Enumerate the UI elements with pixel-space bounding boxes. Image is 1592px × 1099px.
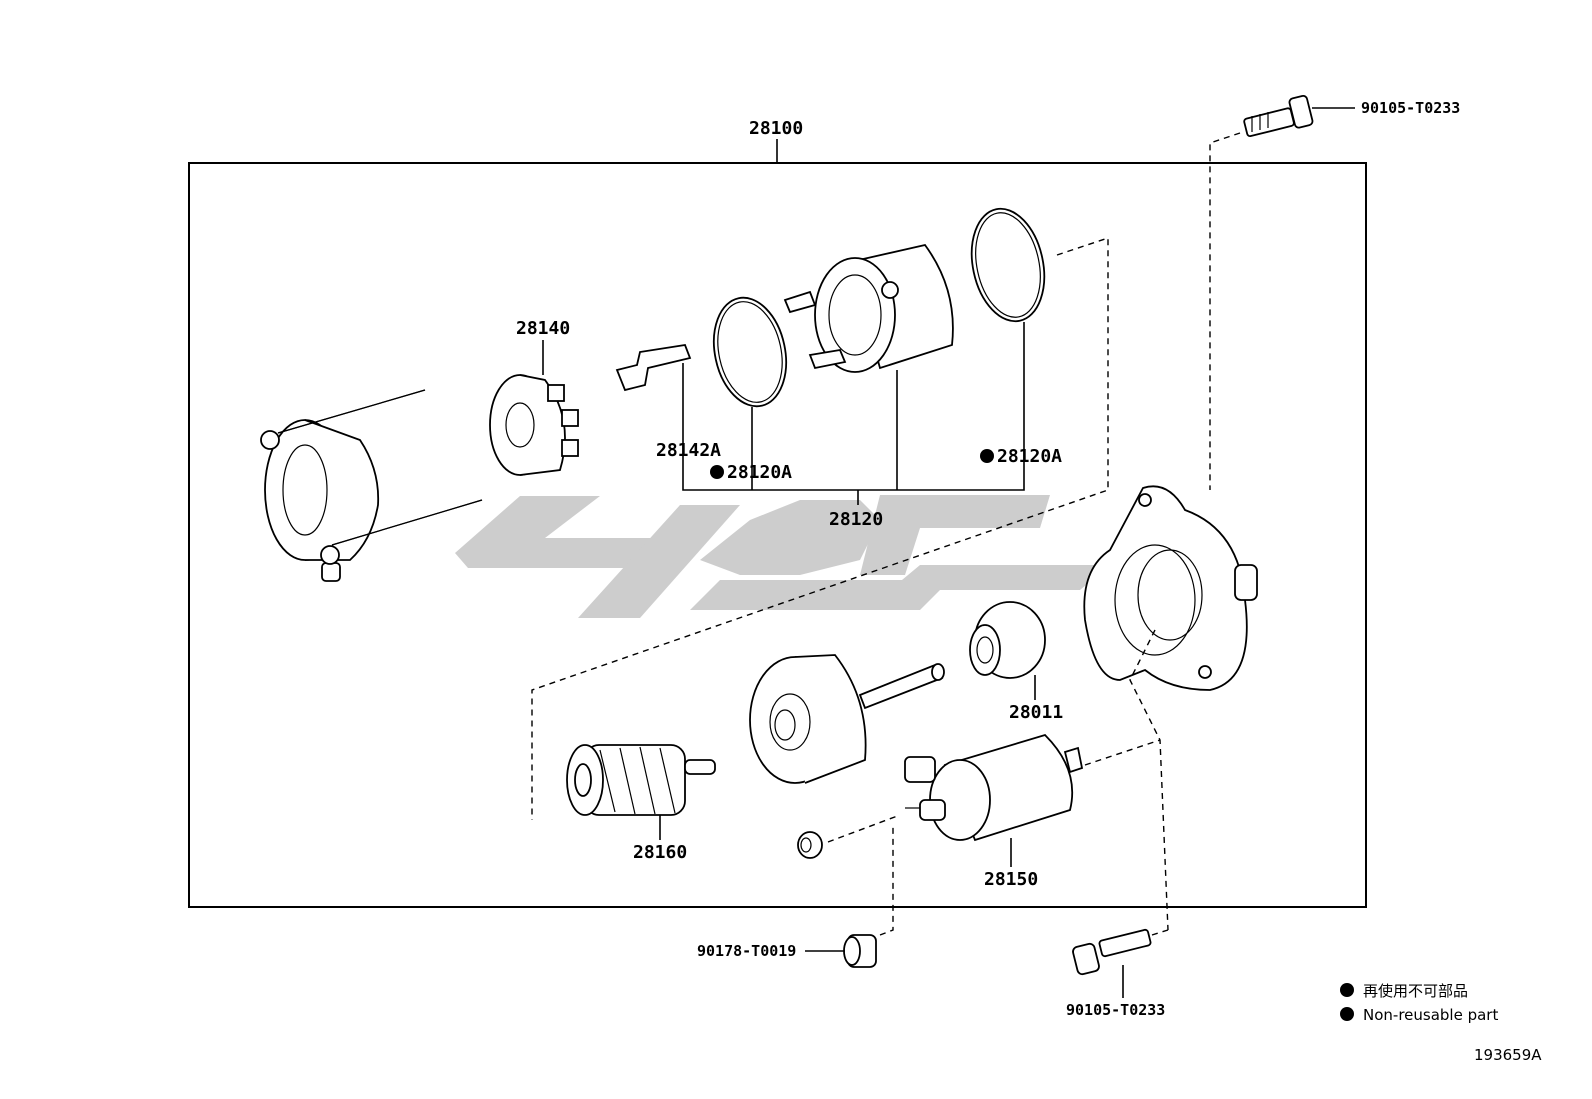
bolt-top-part[interactable]	[1243, 94, 1314, 138]
brush-spring-part[interactable]	[615, 343, 692, 392]
legend-text-en: Non-reusable part	[1363, 1006, 1498, 1024]
nut-90178-part[interactable]	[843, 934, 877, 968]
label-bolt-top[interactable]: 90105-T0233	[1361, 99, 1460, 117]
legend-text-jp: 再使用不可部品	[1363, 982, 1468, 1000]
label-28120a-left[interactable]: 28120A	[727, 462, 792, 483]
bolt-bottom-part[interactable]	[1072, 928, 1152, 976]
legend-dot-jp	[1340, 983, 1354, 997]
label-nut-90178[interactable]: 90178-T0019	[697, 942, 796, 960]
label-28011[interactable]: 28011	[1009, 702, 1063, 723]
armature-part[interactable]	[566, 744, 716, 816]
non-reusable-mark-right	[980, 449, 994, 463]
brush-holder-part[interactable]	[489, 374, 579, 476]
non-reusable-mark-left	[710, 465, 724, 479]
legend-dot-en	[1340, 1007, 1354, 1021]
yoke-part[interactable]	[783, 243, 954, 373]
label-28160[interactable]: 28160	[633, 842, 687, 863]
solenoid-part[interactable]	[904, 733, 1084, 842]
watermark-logo	[455, 495, 1110, 618]
clutch-part[interactable]	[969, 601, 1046, 679]
drive-housing-part[interactable]	[1083, 485, 1258, 691]
label-28140[interactable]: 28140	[516, 318, 570, 339]
label-28120[interactable]: 28120	[829, 509, 883, 530]
label-28100[interactable]: 28100	[749, 118, 803, 139]
end-frame-part[interactable]	[260, 389, 483, 582]
small-nut-part[interactable]	[797, 831, 823, 859]
label-bolt-bottom[interactable]: 90105-T0233	[1066, 1001, 1165, 1019]
diagram-id: 193659A	[1474, 1046, 1542, 1064]
label-28142a[interactable]: 28142A	[656, 440, 721, 461]
legend: 再使用不可部品 Non-reusable part	[1340, 982, 1498, 1024]
label-28120a-right[interactable]: 28120A	[997, 446, 1062, 467]
label-28150[interactable]: 28150	[984, 869, 1038, 890]
o-ring-left-part[interactable]	[704, 291, 795, 413]
o-ring-right-part[interactable]	[962, 202, 1054, 328]
shaft-gear-part[interactable]	[749, 654, 945, 784]
